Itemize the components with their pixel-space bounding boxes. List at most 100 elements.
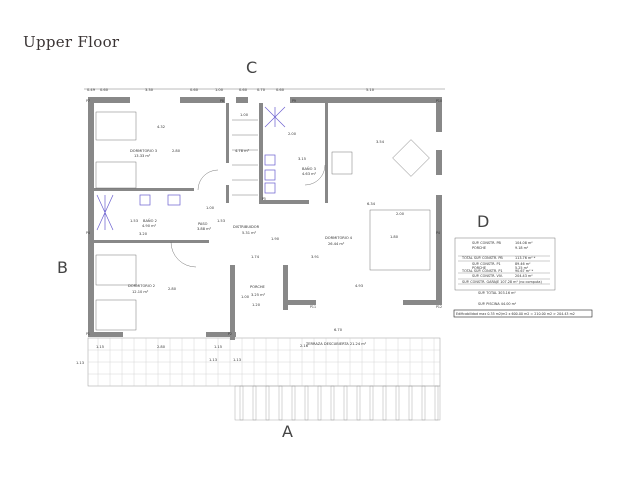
dim: 2.80 xyxy=(168,287,177,291)
dim: 3.91 xyxy=(311,255,319,259)
sink-icon xyxy=(264,182,276,194)
edificabilidad: Edificabilidad max 0.35 m2/m2 x 600.00 m… xyxy=(456,312,575,316)
door-swing xyxy=(170,241,197,268)
railing-post xyxy=(252,385,257,421)
table-row-value: 9.18 m² xyxy=(515,246,529,250)
dim: 2.00 xyxy=(288,132,297,136)
dim: 3.30 xyxy=(145,88,154,92)
room-area: 4.63 m² xyxy=(302,172,317,176)
dim: 1.13 xyxy=(76,361,84,365)
total-area: SUP. TOTAL 303.16 m² xyxy=(478,291,516,295)
table-row-value: 204.43 m² xyxy=(515,274,533,278)
dim: 2.80 xyxy=(172,149,181,153)
pillar-label: P4 xyxy=(86,231,90,235)
table-row-value: 90.67 m² * xyxy=(515,269,534,273)
railing-post xyxy=(278,385,283,421)
room-name: TERRAZA DESCUBIERTA 21.24 m² xyxy=(305,342,367,346)
railing-post xyxy=(408,385,413,421)
table-row-label: SUP. CONSTR. VIV. xyxy=(472,274,503,278)
dim: 1.20 xyxy=(252,303,261,307)
bed-icon xyxy=(95,161,137,189)
dim: 3.20 xyxy=(139,232,148,236)
table-row-label: TOTAL SUP. CONSTR. P1 xyxy=(461,269,503,273)
door-swing xyxy=(197,169,219,191)
room-name: PASO xyxy=(198,222,208,226)
dim: 6.34 xyxy=(367,202,376,206)
dim: 1.53 xyxy=(130,219,138,223)
toilet-icon xyxy=(264,154,276,166)
room-name: DORMITORIO 2 xyxy=(128,284,155,288)
room-area: 26.44 m² xyxy=(328,242,345,246)
dim: 1.00 xyxy=(206,206,215,210)
dim: 0.60 xyxy=(100,88,109,92)
pillar-label: P5 xyxy=(262,197,266,201)
railing-post xyxy=(369,385,374,421)
railing-post xyxy=(291,385,296,421)
dim: 4.93 xyxy=(355,284,363,288)
table-row-value: 113.76 m² * xyxy=(515,256,536,260)
dim: 6.70 xyxy=(334,328,343,332)
shower-icon xyxy=(264,106,286,128)
pool-area: SUP. PISCINA 44.00 m² xyxy=(478,302,517,306)
armchair-icon xyxy=(392,139,430,177)
railing-post xyxy=(304,385,309,421)
stair-steps xyxy=(232,119,258,196)
dim: 3.15 xyxy=(298,157,306,161)
sink-icon xyxy=(167,194,181,206)
railing-post xyxy=(434,385,439,421)
dim: 0.49 xyxy=(87,88,96,92)
dim: 0.70 xyxy=(257,88,266,92)
room-area: 4.90 m² xyxy=(142,224,157,228)
dim: 1.00 xyxy=(215,88,224,92)
table-row-value: 89.46 m² xyxy=(515,262,531,266)
dim: 1.00 xyxy=(241,295,250,299)
pillar-label: P12 xyxy=(436,305,442,309)
dim: 1.15 xyxy=(96,345,104,349)
room-name: BAÑO 2 xyxy=(143,218,157,223)
room-name: DISTRIBUIDOR xyxy=(233,225,260,229)
dim: 0.60 xyxy=(276,88,285,92)
dim: 1.90 xyxy=(271,237,280,241)
toilet-icon xyxy=(139,194,151,206)
walls xyxy=(88,97,442,340)
room-area: 3.25 m² xyxy=(251,293,266,297)
room-area: 13.33 m² xyxy=(134,154,151,158)
room-name: PORCHE xyxy=(250,285,266,289)
bed-icon xyxy=(95,111,137,141)
railing-post xyxy=(317,385,322,421)
railing-post xyxy=(382,385,387,421)
terrace xyxy=(87,337,441,421)
dim: 0.60 xyxy=(190,88,199,92)
bed-icon xyxy=(369,209,431,271)
dim: 4.32 xyxy=(157,125,165,129)
sink-icon xyxy=(264,169,276,181)
top-dimensions: 0.49 0.60 3.30 0.60 1.00 0.60 0.70 0.60 … xyxy=(84,88,445,92)
dim: 1.00 xyxy=(240,113,249,117)
bed-icon xyxy=(95,254,137,286)
door-swing xyxy=(304,164,326,186)
page-title: Upper Floor xyxy=(23,33,120,51)
table-row-value: 5.25 m² xyxy=(515,266,529,270)
facade-label-b: B xyxy=(57,258,68,277)
dim: 2.00 xyxy=(396,212,405,216)
table-row-label: SUP. CONSTR. PB xyxy=(472,241,502,245)
pillar-label: P4 xyxy=(436,231,440,235)
pillar-label: P8 xyxy=(220,99,224,103)
dim: 0.60 xyxy=(239,88,248,92)
room-name: DORMITORIO 4 xyxy=(325,236,353,240)
pillar-label: P10 xyxy=(436,99,442,103)
armchair-icon xyxy=(331,151,353,175)
facade-label-c: C xyxy=(246,58,258,77)
table-row-label: PORCHE xyxy=(472,246,486,250)
facade-label-a: A xyxy=(282,422,293,441)
pillars: P7 P8 P9 P10 P4 P4 P5 P1 P2 P11 P12 xyxy=(86,99,442,336)
room-area: 4.78 m² xyxy=(235,149,250,153)
dim: 1.13 xyxy=(209,358,217,362)
table-row-label: TOTAL SUP. CONSTR. PB xyxy=(461,256,503,260)
table-row-label: SUP. CONSTR. P1 xyxy=(472,262,501,266)
pillar-label: P9 xyxy=(292,99,296,103)
table-row-label: PORCHE xyxy=(472,266,486,270)
railing-post xyxy=(356,385,361,421)
railing-post xyxy=(395,385,400,421)
